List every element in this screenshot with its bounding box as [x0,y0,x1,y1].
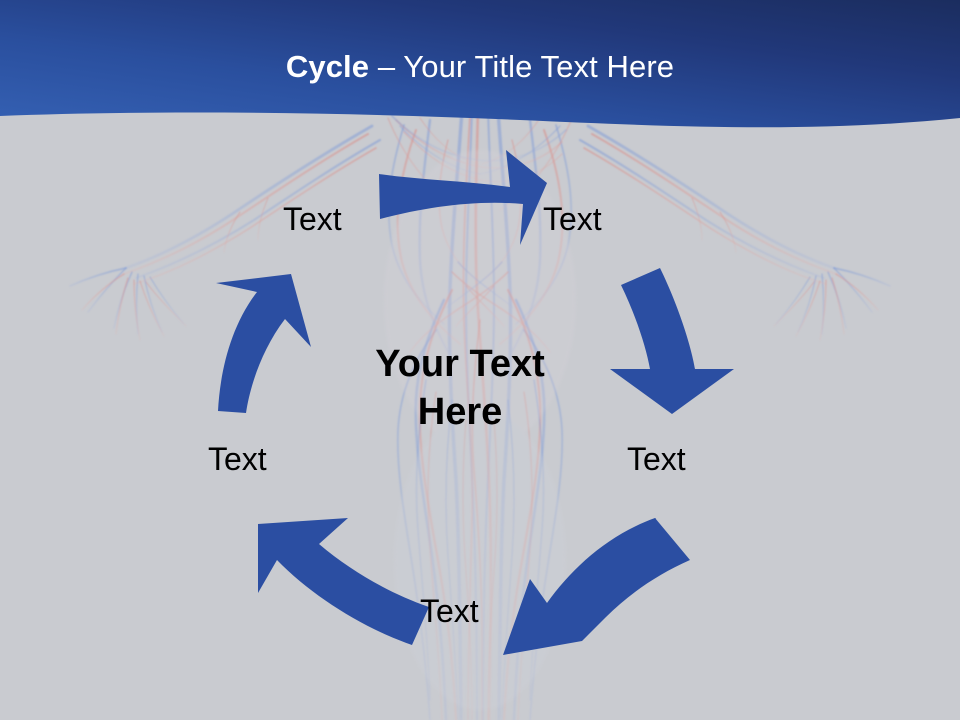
cycle-label-right[interactable]: Text [627,441,686,477]
cycle-center-line-1: Your Text [375,343,545,385]
cycle-center-text[interactable]: Your Text Here [320,340,600,436]
page-title: Cycle – Your Title Text Here [0,47,960,87]
cycle-arrow-right-down[interactable] [610,268,734,414]
cycle-arrow-top-right[interactable] [379,150,547,245]
cycle-label-bottom[interactable]: Text [420,593,479,629]
page-title-bold: Cycle [285,49,378,84]
cycle-label-top-right[interactable]: Text [543,201,602,237]
cycle-center-line-2: Here [417,391,503,433]
cycle-arrow-bottom-upleft[interactable] [258,518,429,645]
page-title-rest: – Your Title Text Here [377,49,675,84]
cycle-arrow-left-up[interactable] [216,274,311,413]
cycle-label-left[interactable]: Text [208,441,267,477]
cycle-arrow-bottom-left[interactable] [503,518,690,655]
cycle-label-top-left[interactable]: Text [283,201,342,237]
